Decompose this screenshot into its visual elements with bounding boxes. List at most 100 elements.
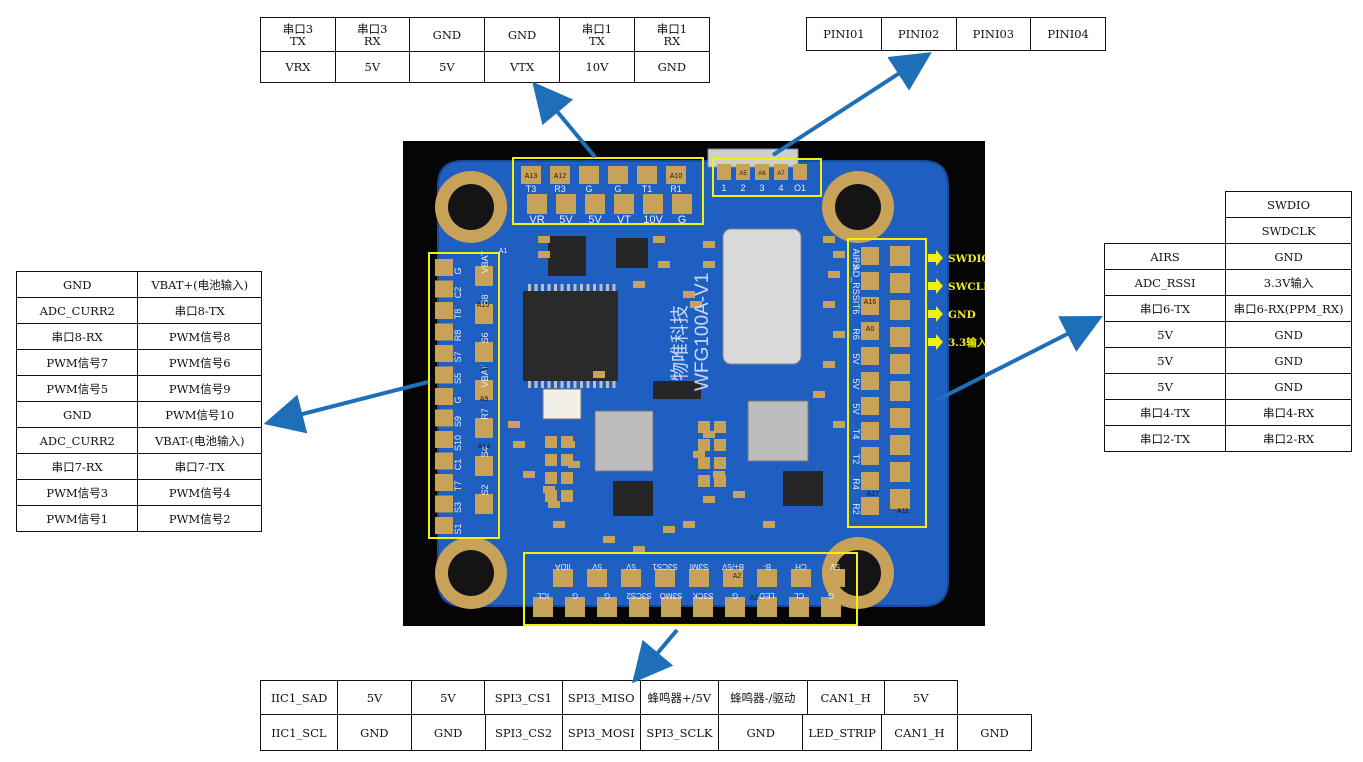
inductor-pad [561, 454, 573, 466]
pad-label: R6 [851, 328, 861, 340]
capacitor [833, 331, 845, 338]
bottom-pad [689, 569, 709, 587]
right-pad [861, 497, 879, 515]
pad-label: S7 [453, 351, 463, 362]
pad-id: A6 [758, 171, 766, 177]
pad-label: R8 [453, 330, 463, 342]
pad-label: C2 [453, 287, 463, 299]
left-pad [435, 431, 453, 448]
right-pad [861, 397, 879, 415]
cell: 串口6-RX(PPM_RX) [1225, 295, 1352, 322]
inductor-pad [698, 421, 710, 433]
pad-label: G [453, 267, 463, 274]
inductor-pad [561, 472, 573, 484]
bottom-pad [621, 569, 641, 587]
top-pad [521, 166, 541, 184]
inductor-pad [698, 475, 710, 487]
top-pad [579, 166, 599, 184]
highlight-bottom-pads [523, 552, 858, 626]
capacitor [833, 251, 845, 258]
right-pad [861, 422, 879, 440]
top-pad [556, 194, 576, 214]
capacitor [828, 271, 840, 278]
pad-label: 5V [851, 378, 861, 389]
pad-id: A14 [478, 444, 491, 451]
swd-label: SWDIO [948, 253, 985, 265]
cell: PWM信号6 [137, 349, 262, 376]
right-pad [890, 381, 910, 401]
mcu-pin [554, 284, 557, 291]
capacitor [538, 236, 550, 243]
pad-label: S3MI [690, 562, 709, 571]
left-pad [475, 380, 493, 400]
cell: IIC1_SAD [259, 680, 339, 716]
pad-label: T6 [851, 304, 861, 315]
mcu-pin [580, 284, 583, 291]
pad-label: G [585, 184, 592, 194]
mount-hole-bl [435, 537, 507, 609]
cell: VBAT-(电池输入) [137, 427, 262, 454]
inductor-pad [545, 454, 557, 466]
cell: PWM信号3 [15, 479, 139, 506]
flash-chip [722, 228, 802, 365]
mcu-pin [593, 284, 596, 291]
left-pad-column: GC2T8R8S7S5GS9S10C1T7S3S1VBATS8S6VBATR7S… [435, 248, 507, 535]
pad-id: A13 [525, 173, 538, 180]
mcu-pin [541, 381, 544, 388]
pad-label: 1 [721, 183, 726, 193]
cell: GND [15, 271, 139, 298]
flight-controller-board: WFG100A-V1 物唯科技 T3VRR35VG5VGVTT110VR1GA1… [403, 141, 985, 626]
capacitor [833, 421, 845, 428]
passive-components [508, 236, 845, 553]
left-pad [435, 345, 453, 362]
capacitor [823, 236, 835, 243]
right-pad [890, 246, 910, 266]
bottom-pad [587, 569, 607, 587]
left-pad [435, 323, 453, 341]
cell: 5V [1103, 321, 1227, 348]
label-arrow-icon [928, 306, 943, 322]
mcu-pins [528, 284, 616, 388]
top-pad [643, 194, 663, 214]
mcu-pin [606, 284, 609, 291]
right-pad [890, 408, 910, 428]
empty-cell [1104, 217, 1226, 244]
top-pad [585, 194, 605, 214]
pad-label: CH [795, 562, 807, 571]
swd-label: GND [948, 309, 976, 321]
cell: 5V [883, 680, 959, 716]
pad-label: S3 [453, 502, 463, 513]
inductor-pad [545, 490, 557, 502]
bottom-pad [629, 597, 649, 617]
capacitor [568, 461, 580, 468]
capacitor [633, 281, 645, 288]
bottom-pad [725, 597, 745, 617]
cell: PINI01 [806, 17, 882, 51]
pad-label: S3CS1 [652, 562, 678, 571]
inductor-pad [698, 439, 710, 451]
regulator-2 [747, 400, 809, 462]
mcu-pin [606, 381, 609, 388]
pad-label: AD_RSSI [851, 265, 861, 304]
bottom-pad [757, 569, 777, 587]
cell: 串口8-RX [15, 323, 139, 350]
capacitor [508, 421, 520, 428]
bottom-pad [565, 597, 585, 617]
top-pad [666, 166, 686, 184]
cell: 蜂鸣器-/驱动 [717, 680, 808, 716]
pinio-pad [774, 164, 788, 180]
capacitor [548, 501, 560, 508]
left-pad [435, 495, 453, 513]
pad-label: 5V [829, 562, 839, 571]
pad-label: S10 [453, 435, 463, 451]
pad-id: A2 [733, 573, 742, 580]
pad-id: A3 [750, 595, 759, 602]
arrow-to-bottom-table [632, 628, 679, 684]
left-pad [435, 474, 453, 491]
